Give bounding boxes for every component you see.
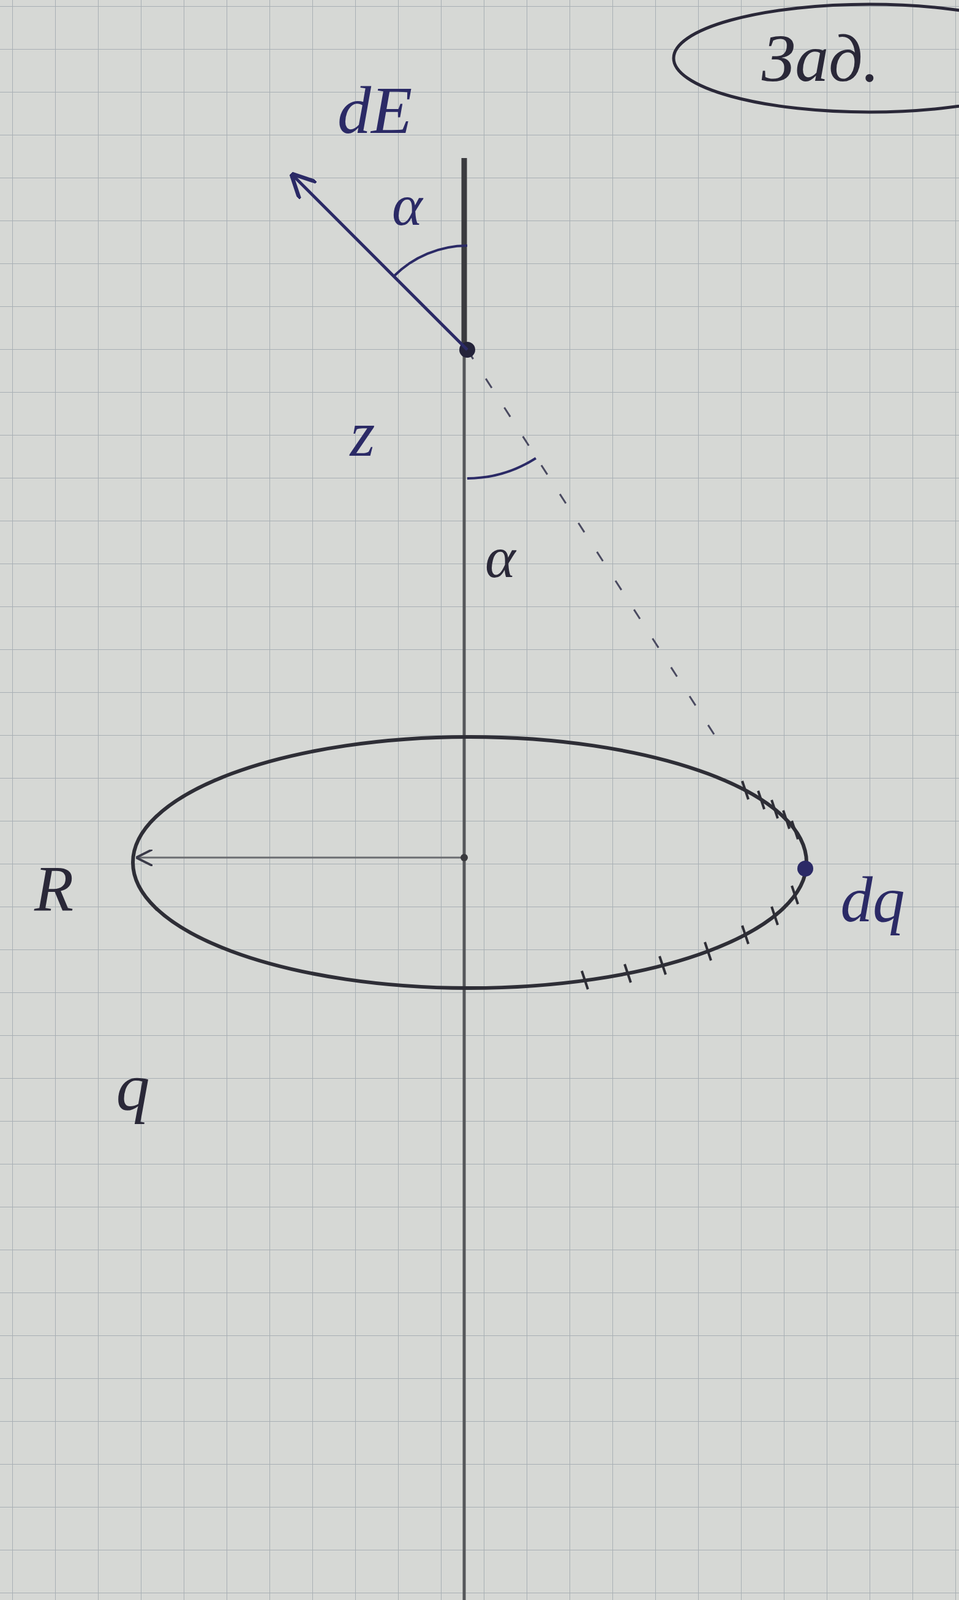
- hatch-marks: [581, 780, 798, 990]
- ring-centre: [460, 853, 468, 862]
- field-vector: [292, 175, 468, 350]
- radius-arrow: [137, 856, 465, 859]
- angle-label: α: [391, 176, 423, 235]
- charged-ring: [132, 736, 807, 988]
- radius-label: R: [34, 856, 74, 921]
- axis-top: [461, 157, 468, 353]
- charge-element-dot: [797, 860, 814, 877]
- charge-label: q: [116, 1053, 151, 1121]
- angle-arc: [467, 458, 536, 479]
- dashed-line: [467, 349, 717, 738]
- axis: [462, 352, 467, 1600]
- heading: Зад.: [761, 24, 881, 92]
- angle-label: α: [485, 528, 516, 587]
- angle-arc: [393, 245, 468, 277]
- heading-circle: [673, 4, 959, 113]
- charge-element-label: dq: [840, 867, 906, 932]
- height-label: z: [350, 401, 376, 467]
- vector-label: dE⃗: [337, 76, 465, 144]
